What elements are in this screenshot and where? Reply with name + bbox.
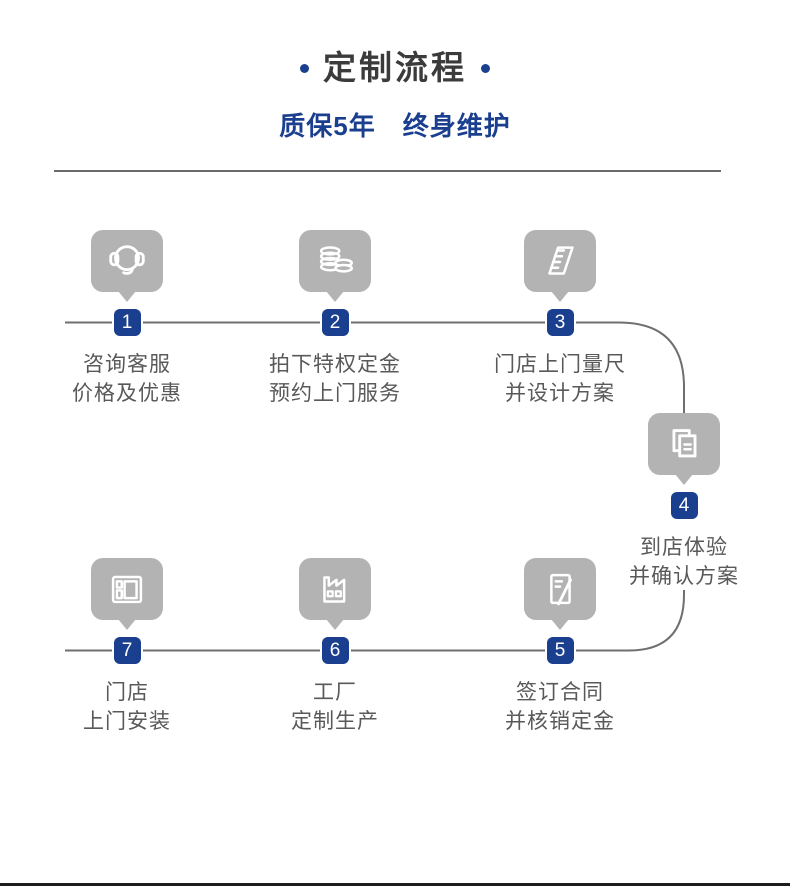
- headset-icon: [91, 230, 163, 292]
- step-number-badge: 7: [113, 637, 141, 664]
- step-6: 6 工厂 定制生产: [235, 558, 435, 736]
- step-1: 1 咨询客服 价格及优惠: [27, 230, 227, 408]
- page-title: 定制流程: [323, 49, 467, 86]
- step-label: 门店上门量尺 并设计方案: [494, 353, 626, 405]
- step-number-badge: 1: [113, 309, 141, 336]
- ruler-icon: [524, 230, 596, 292]
- warranty-subtitle: 质保5年 终身维护: [279, 111, 511, 141]
- step-number-badge: 4: [670, 492, 698, 519]
- step-number-badge: 6: [321, 637, 349, 664]
- documents-icon: [648, 413, 720, 475]
- factory-icon: [299, 558, 371, 620]
- step-3: 3 门店上门量尺 并设计方案: [460, 230, 660, 408]
- step-label: 咨询客服 价格及优惠: [72, 353, 182, 405]
- step-label: 工厂 定制生产: [291, 681, 379, 733]
- step-4: 4 到店体验 并确认方案: [584, 413, 784, 591]
- step-label: 到店体验 并确认方案: [629, 536, 739, 588]
- step-number-badge: 5: [546, 637, 574, 664]
- bottom-divider: [0, 883, 790, 886]
- step-2: 2 拍下特权定金 预约上门服务: [235, 230, 435, 408]
- title-dot-right: [481, 63, 490, 73]
- step-label: 门店 上门安装: [83, 681, 171, 733]
- step-7: 7 门店 上门安装: [27, 558, 227, 736]
- title-dot-left: [300, 63, 309, 73]
- step-label: 签订合同 并核销定金: [505, 681, 615, 733]
- cabinet-icon: [91, 558, 163, 620]
- top-divider: [54, 170, 721, 172]
- coins-icon: [299, 230, 371, 292]
- step-5: 5 签订合同 并核销定金: [460, 558, 660, 736]
- page-title-row: 定制流程: [0, 50, 790, 86]
- step-label: 拍下特权定金 预约上门服务: [269, 353, 401, 405]
- step-number-badge: 3: [546, 309, 574, 336]
- contract-icon: [524, 558, 596, 620]
- step-number-badge: 2: [321, 309, 349, 336]
